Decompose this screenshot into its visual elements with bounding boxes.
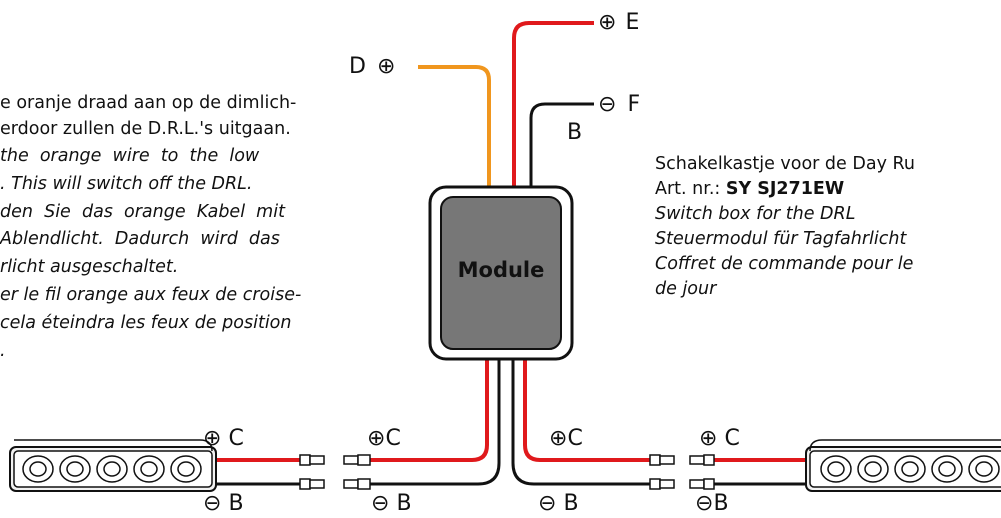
left-note-line: rlicht ausgeschaltet.: [0, 257, 179, 277]
led-core: [827, 461, 845, 477]
plus-symbol-icon: ⊕: [376, 54, 396, 79]
label-f-letter: F: [627, 92, 641, 117]
plus-symbol-icon: ⊕: [699, 426, 718, 451]
left-note-line: er le fil orange aux feux de croise-: [0, 285, 302, 305]
minus-symbol-icon: ⊖: [538, 491, 557, 516]
module-box: [428, 185, 574, 361]
label-c-letter: C: [228, 426, 244, 451]
right-note-line: Switch box for the DRL: [655, 204, 856, 224]
wire-f-black: [529, 102, 594, 190]
article-number: SY SJ271EW: [725, 179, 845, 199]
label-b-3: ⊖ B: [538, 492, 579, 516]
led-core: [938, 461, 956, 477]
left-note-line: the orange wire to the low: [0, 146, 260, 166]
article-number-prefix: Art. nr.:: [655, 179, 726, 199]
plus-symbol-icon: ⊕: [203, 426, 222, 451]
led-core: [29, 461, 47, 477]
left-note-line: erdoor zullen de D.R.L.'s uitgaan.: [0, 119, 291, 139]
label-b-4: ⊖B: [695, 492, 729, 516]
left-note-line: . This will switch off the DRL.: [0, 174, 253, 194]
wire-right-red: [523, 355, 650, 462]
label-c-4: ⊕ C: [699, 427, 740, 451]
wire-left-red: [370, 355, 489, 462]
wire-d-orange: [418, 65, 491, 190]
led-core: [140, 461, 158, 477]
label-c-letter: C: [567, 426, 583, 451]
drl-light-bar-icon: [9, 439, 217, 492]
connector-plug-icon: [343, 454, 371, 490]
right-note-title: Schakelkastje voor de Day Ru: [655, 154, 915, 174]
led-core: [864, 461, 882, 477]
label-b-letter: B: [713, 491, 729, 516]
label-e-letter: E: [625, 10, 640, 35]
label-f: ⊖ F: [598, 93, 640, 117]
wire-left-black: [370, 355, 501, 486]
left-note-line: den Sie das orange Kabel mit: [0, 202, 285, 222]
led-core: [103, 461, 121, 477]
left-note-line: Ablendlicht. Dadurch wird das: [0, 229, 280, 249]
minus-symbol-icon: ⊖: [371, 491, 390, 516]
right-note-line: Coffret de commande pour le: [655, 254, 914, 274]
minus-symbol-icon: ⊖: [203, 491, 222, 516]
plus-symbol-icon: ⊕: [598, 10, 617, 35]
label-b-letter: B: [396, 491, 412, 516]
connector-plug-icon: [689, 454, 715, 490]
right-note-line: Steuermodul für Tagfahrlicht: [655, 229, 907, 249]
label-d-letter: D: [349, 54, 366, 79]
article-number-line: Art. nr.: SY SJ271EW: [655, 176, 844, 202]
minus-symbol-icon: ⊖: [695, 491, 714, 516]
connector-plug-icon: [649, 454, 675, 490]
wire-e-red: [512, 21, 594, 190]
label-b-top: B: [567, 120, 583, 145]
label-b-2: ⊖ B: [371, 492, 412, 516]
left-note-line: e oranje draad aan op de dimlich-: [0, 93, 297, 113]
led-core: [177, 461, 195, 477]
connector-plug-icon: [299, 454, 325, 490]
led-core: [975, 461, 993, 477]
minus-symbol-icon: ⊖: [598, 92, 617, 117]
label-c-1: ⊕ C: [203, 427, 244, 451]
label-c-letter: C: [724, 426, 740, 451]
module-label: Module: [457, 258, 545, 282]
led-core: [66, 461, 84, 477]
label-c-3: ⊕C: [549, 427, 583, 451]
label-b-letter: B: [228, 491, 244, 516]
label-d: D ⊕: [349, 55, 395, 79]
left-note-line: cela éteindra les feux de position: [0, 313, 292, 333]
led-core: [901, 461, 919, 477]
right-note-line: de jour: [655, 279, 717, 299]
label-c-letter: C: [385, 426, 401, 451]
label-c-2: ⊕C: [367, 427, 401, 451]
plus-symbol-icon: ⊕: [549, 426, 568, 451]
left-note-line: .: [0, 341, 6, 361]
label-b-1: ⊖ B: [203, 492, 244, 516]
label-e: ⊕ E: [598, 11, 639, 35]
wire-right-black: [511, 355, 650, 486]
drl-light-bar-icon: [805, 439, 1001, 492]
label-b-letter: B: [563, 491, 579, 516]
plus-symbol-icon: ⊕: [367, 426, 386, 451]
